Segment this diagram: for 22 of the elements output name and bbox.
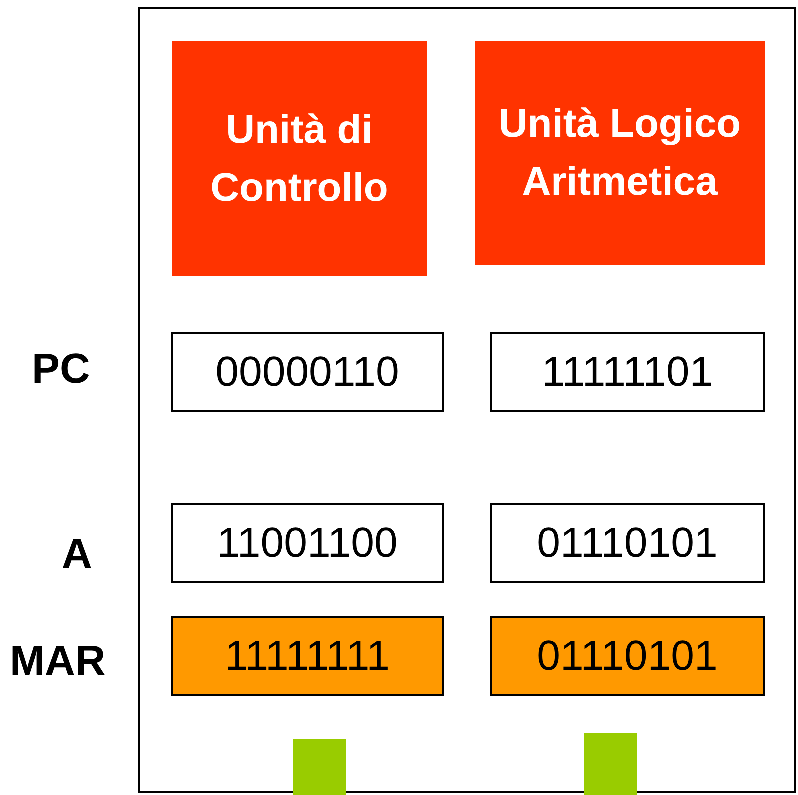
register-box: [490, 332, 765, 412]
register-box: [490, 616, 765, 696]
register-box: [490, 503, 765, 583]
binary-value: 01110101: [537, 630, 718, 681]
register-box: [171, 503, 444, 583]
register-name: MAR: [10, 637, 106, 685]
unit-name: Unità Logico Aritmetica: [498, 101, 742, 206]
register-box: [171, 616, 444, 696]
binary-value: 11001100: [217, 518, 398, 568]
binary-value: 11111101: [542, 346, 714, 397]
binary-value: 01110101: [537, 518, 718, 568]
cpu-frame: [138, 7, 796, 793]
unit-box: [475, 41, 765, 265]
binary-value: 00000110: [216, 346, 400, 397]
register-box: [171, 332, 444, 412]
bus-connector: [293, 739, 346, 795]
register-name: PC: [32, 345, 90, 393]
register-name: A: [62, 530, 92, 578]
binary-value: 11111111: [224, 630, 390, 681]
unit-box: [172, 41, 427, 276]
bus-connector: [584, 733, 637, 795]
unit-name: Unità di Controllo: [210, 106, 390, 212]
